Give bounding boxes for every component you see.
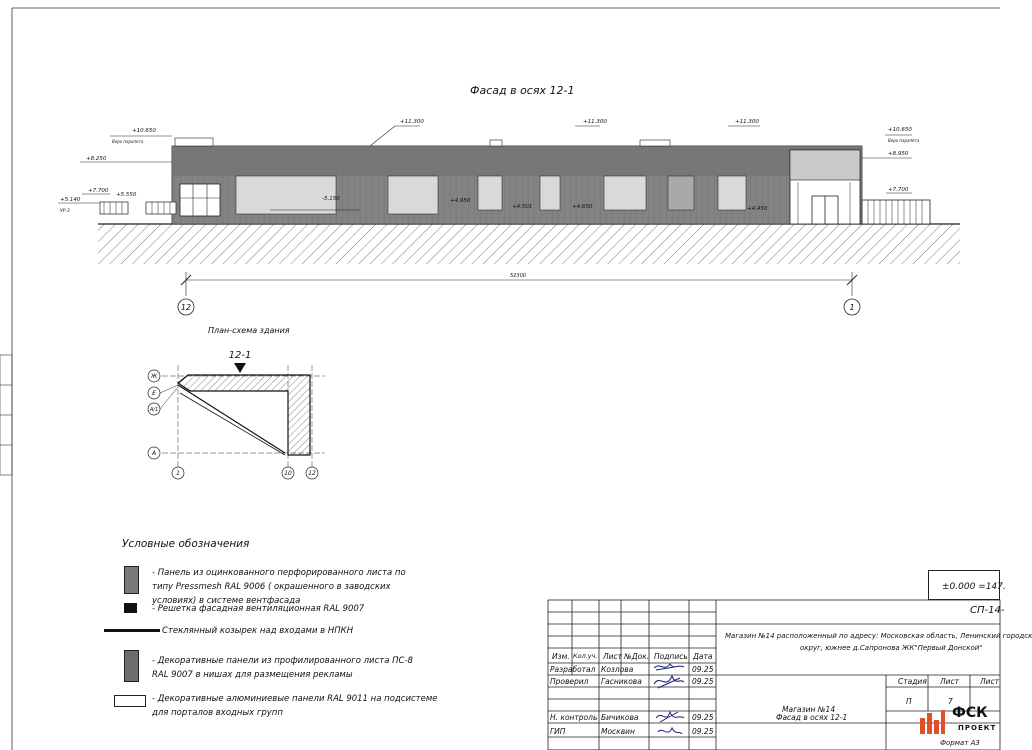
tb-col-sheet: Лист [940, 677, 960, 686]
tb-date-developer: 09.25 [692, 665, 714, 674]
tb-date-checker: 09.25 [692, 677, 714, 686]
tb-header-list: Лист [603, 652, 623, 661]
elev-4950: +4.950 [450, 198, 471, 204]
plan-view-label: 12-1 [229, 350, 252, 361]
axis-label-left: 12 [181, 303, 191, 312]
legend-swatch-perforated [124, 566, 139, 594]
elev-7700-right: +7.700 [888, 187, 909, 193]
plan-title: План-схема здания [208, 326, 290, 335]
logo-sub: ПРОЕКТ [958, 724, 997, 732]
legend-item-profiled: - Декоративные панели из профилированног… [152, 656, 413, 680]
drawing-sheet: Фасад в осях 12-1 [0, 7, 1032, 750]
zero-mark-box [928, 570, 1000, 600]
elev-11300-a: +11.300 [400, 119, 424, 125]
tb-name-checker: Гасникова [601, 677, 642, 686]
sheet-format: Формат А3 [940, 739, 980, 747]
elev-7700-left: +7.700 [88, 188, 109, 194]
elev-parapet-left: Верх парапета [112, 139, 144, 144]
tb-name-normcontrol: Бичикова [601, 713, 639, 722]
plan-axis-10: 10 [284, 470, 292, 477]
plan-axis-1: 1 [176, 470, 180, 477]
logo-text: ФСК [952, 705, 988, 721]
elev-parapet-right: Верх парапета [888, 138, 920, 143]
legend-item-aluminium: - Декоративные алюминиевые панели RAL 90… [152, 694, 438, 718]
elev-4501: +4.501 [512, 204, 532, 210]
plan-axis-zh: Ж [150, 373, 158, 380]
elev-10650-left: +10.650 [132, 128, 156, 134]
tb-role-normcontrol: Н. контроль [550, 713, 598, 722]
legend-item-perforated: - Панель из оцинкованного перфорированно… [152, 568, 406, 606]
legend-item-canopy: Стеклянный козырек над входами в НПКН [162, 626, 354, 636]
tb-header-podpis: Подпись [654, 652, 688, 661]
legend-swatch-canopy [104, 629, 160, 632]
tb-name-gip: Москвин [601, 727, 635, 736]
elev-4450: +4.450 [747, 206, 768, 212]
elev-8950: +8.950 [888, 151, 909, 157]
elev-5550: +5.550 [116, 192, 137, 198]
legend-swatch-profiled [124, 650, 139, 682]
tb-role-developer: Разработал [550, 665, 596, 674]
legend-item-grille: - Решетка фасадная вентиляционная RAL 90… [152, 604, 365, 614]
tb-sheet-no: 7 [948, 697, 953, 706]
elev-urz: УР.З [60, 208, 70, 214]
zero-mark: ±0.000 =147. [942, 582, 1006, 592]
plan-axis-a1: А/1 [149, 407, 158, 413]
tb-name-developer: Козлова [601, 665, 634, 674]
overall-dimension: 52300 [510, 273, 526, 279]
legend-swatch-aluminium [114, 695, 146, 707]
plan-axis-12: 12 [308, 470, 316, 477]
tb-role-checker: Проверил [550, 677, 589, 686]
object-name: Магазин №14 [782, 705, 836, 714]
project-desc-line1: Магазин №14 расположенный по адресу: Мос… [725, 632, 1032, 640]
signatures [653, 663, 685, 735]
tb-date-normcontrol: 09.25 [692, 713, 714, 722]
legend-swatch-grille [124, 603, 137, 613]
facade-elevation: 12 1 52300 +10.650 Верх парапета +8.250 … [58, 119, 960, 316]
tb-header-izm: Изм. [552, 652, 570, 661]
tb-date-gip: 09.25 [692, 727, 714, 736]
plan-scheme: 12-1 Ж Е А/1 А 1 10 12 [147, 350, 325, 480]
sheet-frame [0, 7, 1000, 750]
legend-title: Условные обозначения [122, 538, 250, 550]
project-desc-line2: округ, южнее д.Сапронова ЖК"Первый Донск… [800, 644, 983, 652]
tb-col-sheets: Лист [980, 677, 1000, 686]
elev-5140: +5.140 [60, 197, 81, 203]
company-logo-icon [920, 710, 945, 734]
sheet-name: Фасад в осях 12-1 [776, 713, 848, 722]
axis-label-right: 1 [849, 303, 854, 312]
tb-stage: П [906, 697, 912, 706]
elev-4650: +4.650 [572, 204, 593, 210]
title-block-grid [547, 599, 1001, 750]
doc-code: СП-14- [970, 605, 1005, 616]
tb-col-stage: Стадия [898, 677, 927, 686]
elev-11300-b: +11.300 [583, 119, 607, 125]
facade-title: Фасад в осях 12-1 [470, 84, 575, 97]
tb-header-ndok: №Док. [624, 652, 650, 661]
tb-header-data: Дата [693, 652, 713, 661]
tb-role-gip: ГИП [550, 727, 566, 736]
plan-axis-a: А [151, 450, 156, 457]
elev-5150: -5.150 [322, 196, 340, 202]
elev-8250: +8.250 [86, 156, 107, 162]
ground-hatch [98, 224, 960, 264]
plan-axis-e: Е [152, 390, 156, 397]
elev-11300-c: +11.300 [735, 119, 759, 125]
tb-header-kolvo: Кол.уч. [573, 652, 598, 660]
elev-10650-right: +10.650 [888, 127, 912, 133]
